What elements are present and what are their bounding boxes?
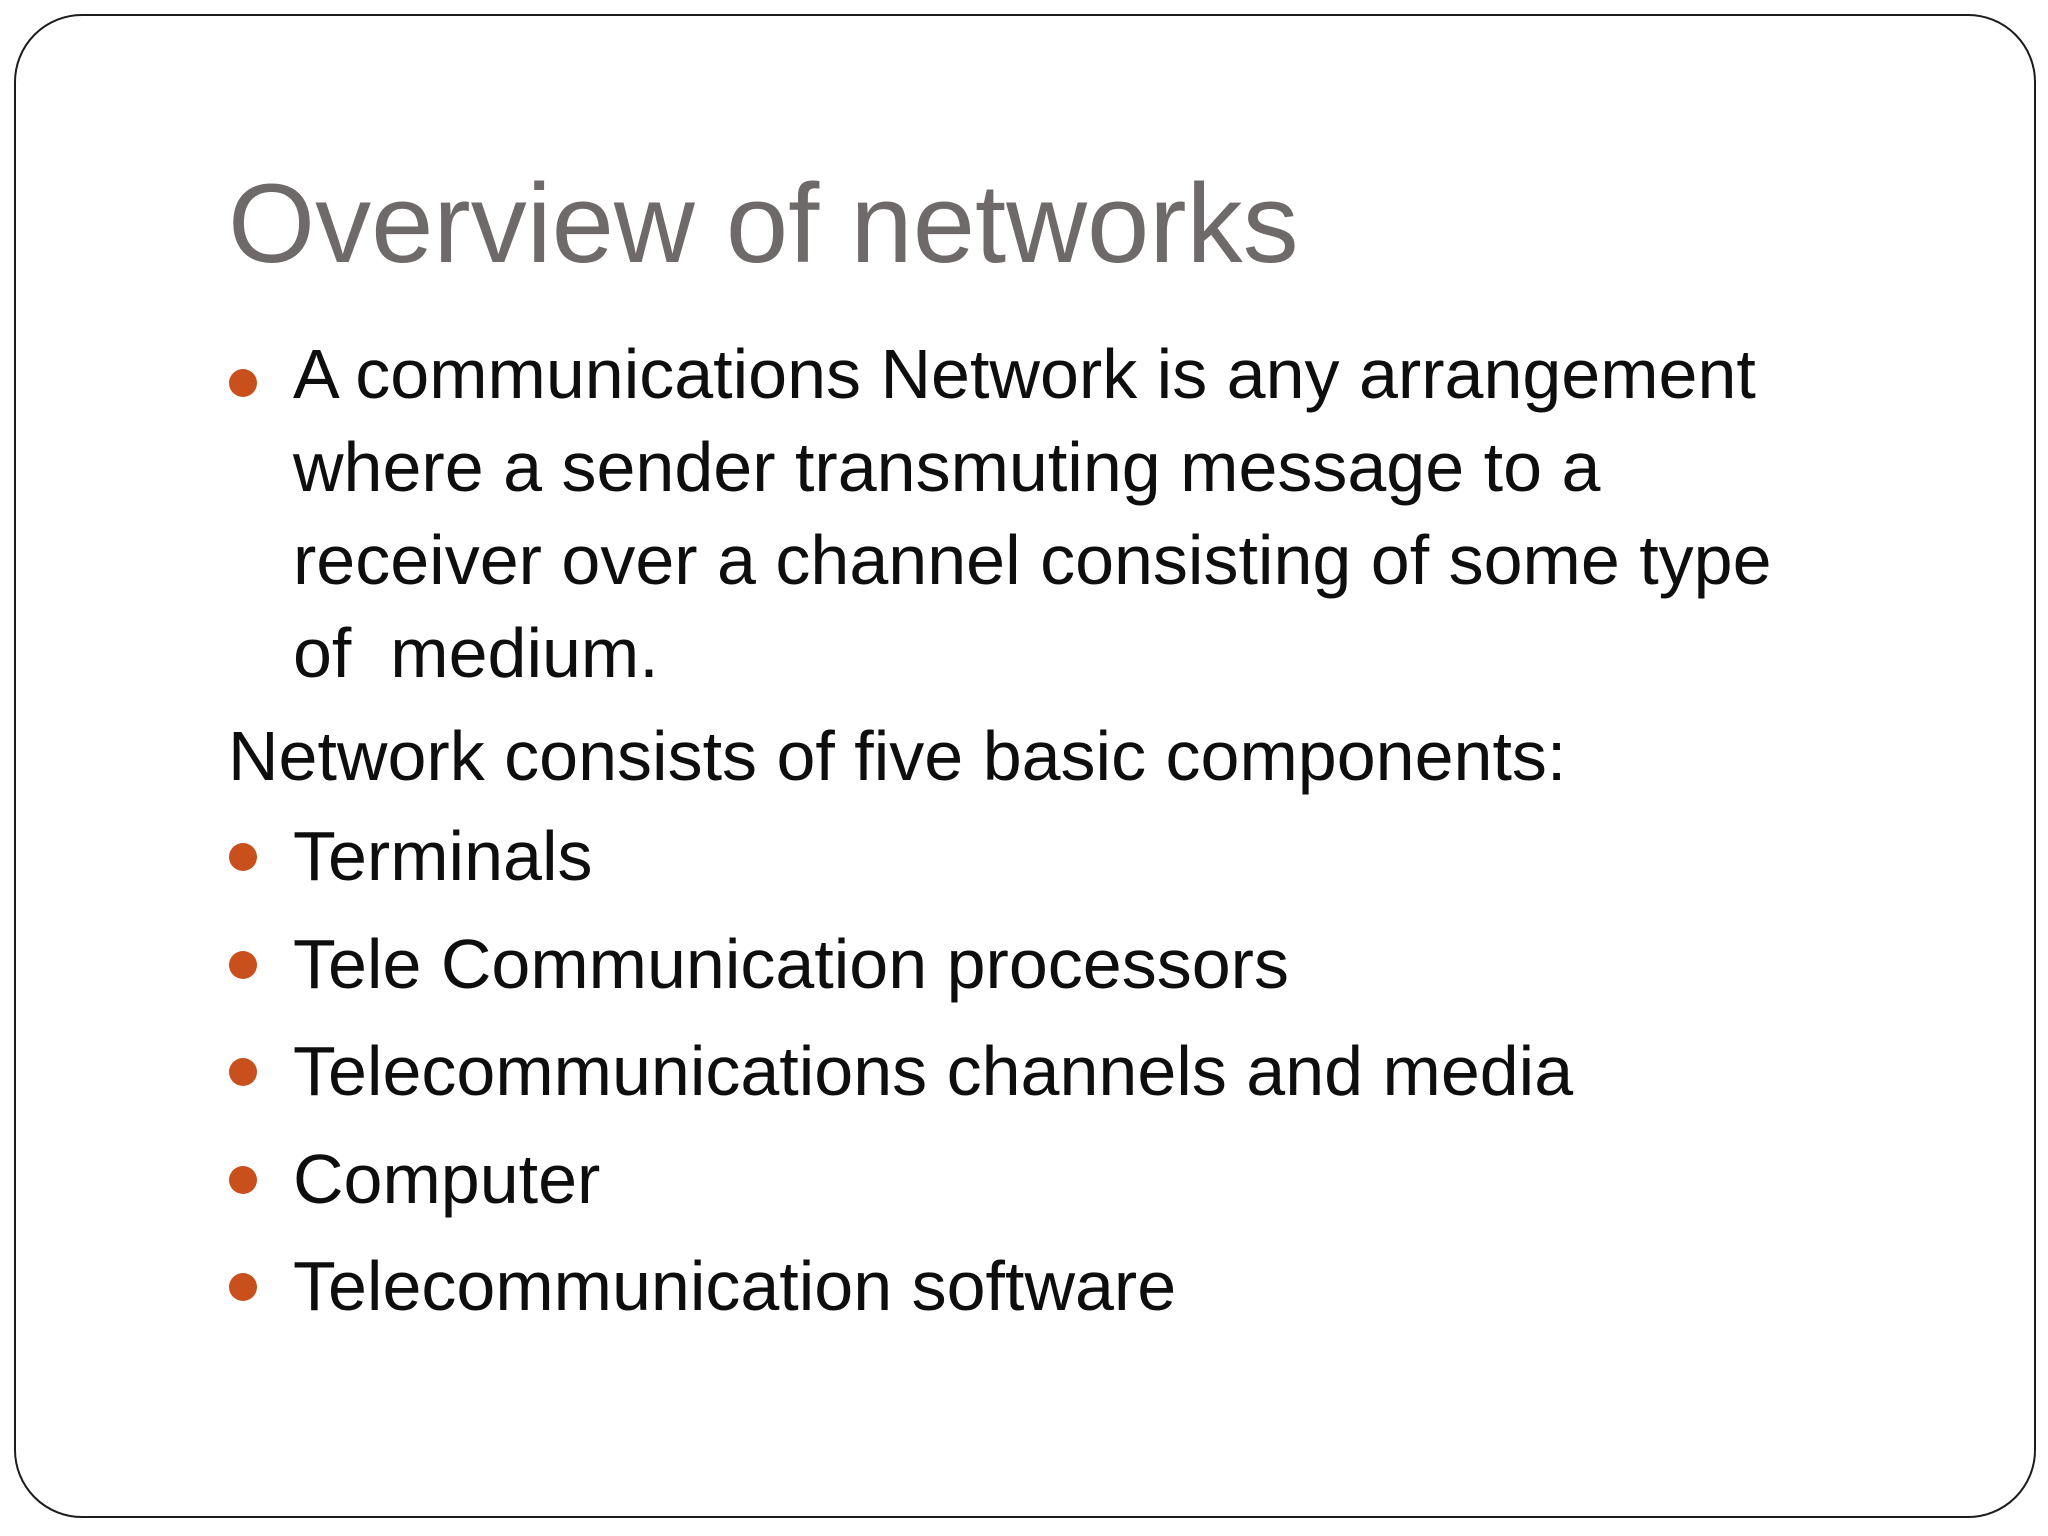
bullet-icon <box>229 1058 257 1086</box>
component-label: Computer <box>293 1139 601 1218</box>
slide-title: Overview of networks <box>228 161 1299 286</box>
components-subheading: Network consists of five basic component… <box>228 717 1567 795</box>
intro-paragraph: A communications Network is any arrangem… <box>293 328 1772 700</box>
bullet-icon <box>229 1165 257 1194</box>
component-label: Tele Communication processors <box>293 924 1289 1003</box>
component-label: Telecommunications channels and media <box>293 1032 1574 1110</box>
intro-line: A communications Network is any arrangem… <box>293 335 1756 413</box>
slide-border <box>14 14 2036 1518</box>
intro-line: receiver over a channel consisting of so… <box>293 521 1772 599</box>
bullet-icon <box>229 369 257 397</box>
component-label: Telecommunication software <box>293 1247 1177 1325</box>
bullet-icon <box>229 1273 257 1301</box>
intro-line: of medium. <box>293 614 659 692</box>
component-label: Terminals <box>293 817 593 895</box>
bullet-icon <box>229 950 257 979</box>
intro-line: where a sender transmuting message to a <box>293 428 1601 506</box>
bullet-icon <box>229 843 257 871</box>
